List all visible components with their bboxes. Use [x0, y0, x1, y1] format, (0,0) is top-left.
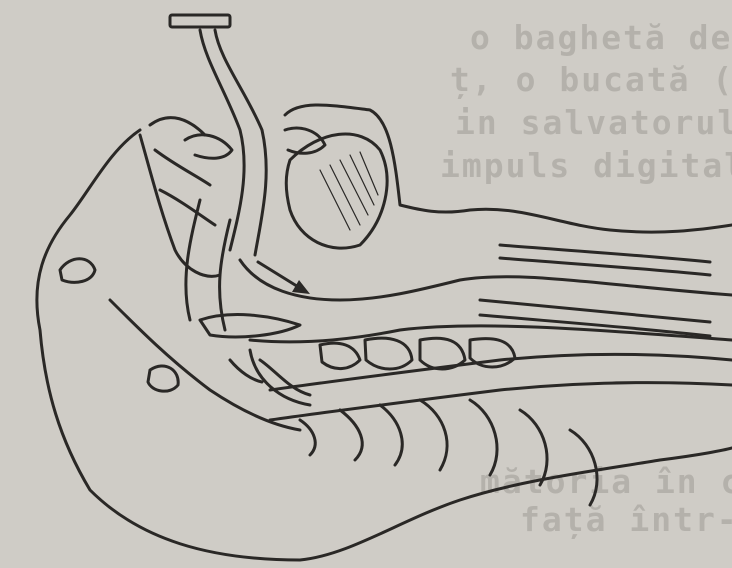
spinous-process: [300, 420, 315, 455]
nasal-cavity: [140, 135, 220, 276]
cervical-vertebrae: [320, 338, 515, 369]
spinous-process: [340, 410, 362, 460]
tongue-hatching: [320, 152, 378, 230]
mandible: [60, 259, 95, 283]
vertebra: [320, 343, 360, 368]
spinous-processes: [300, 400, 597, 505]
pharynx: [240, 260, 732, 300]
tongue: [286, 134, 387, 248]
epiglottis: [200, 315, 300, 337]
arrow-icon: [258, 262, 310, 294]
airway-tube-flange: [170, 15, 230, 27]
spinous-process: [380, 405, 402, 465]
spinous-process: [420, 400, 447, 470]
vertebra: [365, 338, 412, 369]
spinous-process: [470, 400, 497, 475]
nasal-turbinate-2: [160, 190, 215, 225]
vertebra: [470, 339, 515, 367]
esophagus: [270, 354, 732, 390]
nasal-turbinate-1: [155, 150, 210, 185]
chin-soft-tissue: [148, 366, 178, 391]
spinous-process: [570, 430, 597, 505]
spinous-process: [520, 410, 547, 485]
upper-lip: [185, 135, 232, 158]
vertebra: [420, 338, 465, 369]
